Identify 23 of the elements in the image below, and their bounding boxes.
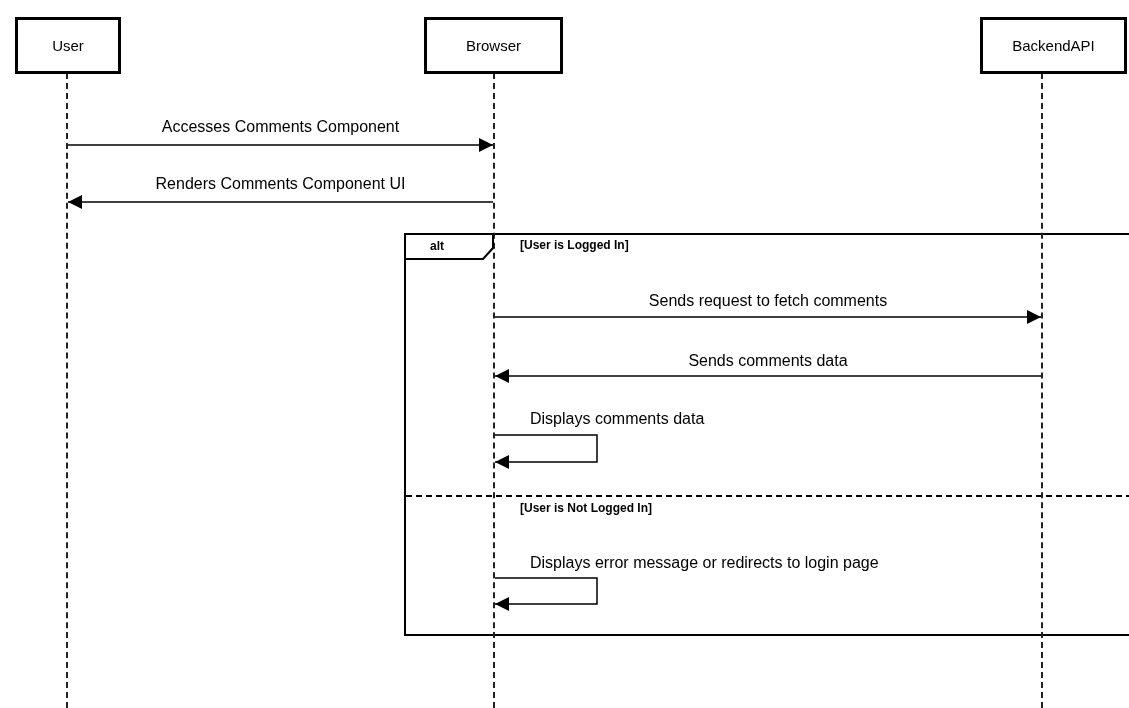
message-label: Sends request to fetch comments [646,292,890,310]
fragment-operator: alt [430,239,444,253]
message-label: Accesses Comments Component [159,118,402,136]
message-arrow [494,310,1042,324]
lifeline [66,73,68,708]
participant-name: User [52,37,84,54]
guard-condition: [User is Not Logged In] [520,501,652,515]
message-arrow [494,369,1042,383]
participant-box [15,17,121,74]
participant-name: BackendAPI [1012,37,1095,54]
message-label: Displays comments data [528,410,707,428]
participant-box [980,17,1127,74]
fragment-tab [404,233,494,260]
lifeline [1041,73,1043,708]
message-label: Displays error message or redirects to login page [528,554,881,572]
participant-name: Browser [466,37,521,54]
message-arrow [494,577,598,611]
message-arrow [494,434,598,469]
participant-box [424,17,563,74]
guard-condition: [User is Logged In] [520,238,629,252]
message-arrow [67,138,494,152]
lifeline [493,73,495,708]
message-arrow [67,195,494,209]
